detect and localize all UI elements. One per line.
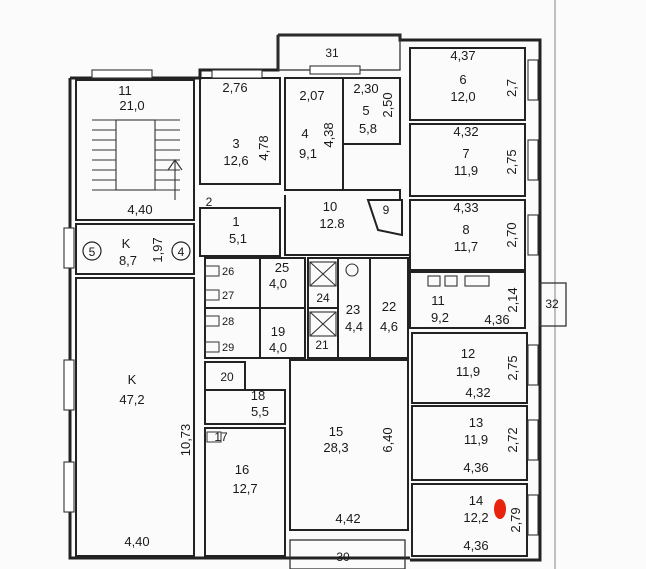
location-marker (494, 499, 506, 519)
room-13-area: 11,9 (464, 432, 488, 447)
label-30: 30 (336, 550, 350, 564)
room-5-dim: 2,50 (380, 92, 395, 117)
room-5-top: 2,30 (353, 81, 378, 96)
circle-4 (171, 241, 191, 261)
room-8-top: 4,33 (453, 200, 478, 215)
toilet-icons (204, 265, 222, 443)
label-27: 27 (222, 290, 234, 302)
room-15-dim-side: 6,40 (380, 427, 395, 452)
room-22-num: 22 (382, 299, 396, 314)
balcony-32 (539, 282, 567, 327)
room-8-num: 8 (462, 222, 469, 237)
room-12-area: 11,9 (456, 364, 480, 379)
room-18-area: 5,5 (251, 404, 269, 419)
room-6-top: 4,37 (450, 48, 475, 63)
room-15-num: 15 (329, 424, 343, 439)
room-11b-dim-bottom: 4,36 (484, 312, 509, 327)
room-25-num: 25 (275, 260, 289, 275)
label-20: 20 (220, 370, 234, 384)
room-3-area: 12,6 (223, 153, 248, 168)
room-11b-area: 9,2 (431, 310, 449, 325)
room-23-area: 4,4 (345, 319, 363, 334)
room-3-top: 2,76 (222, 80, 247, 95)
room-14-num: 14 (469, 493, 483, 508)
room-4-dim: 4,38 (321, 122, 336, 147)
room-10-area: 12.8 (319, 216, 344, 231)
room-19-num: 19 (271, 324, 285, 339)
label-26: 26 (222, 266, 234, 278)
room-6-num: 6 (459, 72, 466, 87)
room-14-dim-side: 2,79 (508, 507, 523, 532)
room-16-num: 16 (235, 462, 249, 477)
room-6-area: 12,0 (450, 89, 475, 104)
label-32: 32 (545, 297, 559, 311)
room-4-area: 9,1 (299, 146, 317, 161)
room-3-dim: 4,78 (256, 135, 271, 160)
room-12-dim-bottom: 4,32 (465, 385, 490, 400)
label-24: 24 (316, 291, 330, 305)
room-k-big-num: K (128, 372, 137, 387)
room-11-num: 11 (118, 83, 132, 98)
windows (63, 59, 539, 536)
room-14-dim-bottom: 4,36 (463, 538, 488, 553)
room-5-area: 5,8 (359, 121, 377, 136)
circle-5 (82, 241, 102, 261)
room-1-area: 5,1 (229, 231, 247, 246)
shaft-boxes (309, 261, 490, 337)
room-7-dim: 2,75 (504, 149, 519, 174)
room-13-dim-side: 2,72 (505, 427, 520, 452)
room-13-num: 13 (469, 415, 483, 430)
room-k-small-num: K (122, 236, 131, 251)
room-3-num: 3 (232, 136, 239, 151)
room-8-dim: 2,70 (504, 222, 519, 247)
room-10-num: 10 (323, 199, 337, 214)
label-29: 29 (222, 342, 234, 354)
balcony-30 (289, 539, 406, 569)
room-6-dim: 2,7 (504, 79, 519, 97)
label-21: 21 (315, 338, 329, 352)
room-16-area: 12,7 (232, 481, 257, 496)
room-k-big-dim-bottom: 4,40 (124, 534, 149, 549)
room-12-dim-side: 2,75 (505, 355, 520, 380)
room-11b-num: 11 (431, 293, 445, 308)
room-13-dim-bottom: 4,36 (463, 460, 488, 475)
room-23-num: 23 (346, 302, 360, 317)
label-28: 28 (222, 316, 234, 328)
room-18-num: 18 (251, 388, 265, 403)
room-8-area: 11,7 (454, 239, 478, 254)
room-11-area: 21,0 (119, 98, 144, 113)
room-k-small-dim: 1,97 (150, 237, 165, 262)
small-labels: 31 32 30 26 27 28 29 24 20 1 7 21 9 2 5 4 (82, 46, 559, 564)
label-5: 5 (89, 245, 96, 259)
room-7-num: 7 (462, 146, 469, 161)
room-k-small-area: 8,7 (119, 253, 137, 268)
interior-walls (75, 47, 528, 557)
room-14-area: 12,2 (463, 510, 488, 525)
label-4: 4 (178, 245, 185, 259)
room-25-area: 4,0 (269, 276, 287, 291)
staircase (92, 119, 183, 200)
room-1-num: 1 (232, 214, 239, 229)
room-11b-dim-side: 2,14 (505, 287, 520, 312)
label-2: 2 (206, 195, 213, 209)
label-31: 31 (325, 46, 339, 60)
label-9: 9 (383, 203, 390, 217)
room-19-area: 4,0 (269, 340, 287, 355)
room-22-area: 4,6 (380, 319, 398, 334)
room-15-dim-bottom: 4,42 (335, 511, 360, 526)
room-k-small-top: 4,40 (127, 202, 152, 217)
room-4-top: 2,07 (299, 88, 324, 103)
room-4-num: 4 (301, 126, 308, 141)
room-12-num: 12 (461, 346, 475, 361)
room-7-top: 4,32 (453, 124, 478, 139)
room-7-area: 11,9 (454, 163, 478, 178)
room-labels: 11 21,0 2,76 3 12,6 4,78 2,07 4 9,1 4,38… (118, 48, 523, 553)
room-k-big-dim-side: 10,73 (178, 424, 193, 457)
room-k-big-area: 47,2 (119, 392, 144, 407)
room-15-area: 28,3 (323, 440, 348, 455)
room-5-num: 5 (362, 103, 369, 118)
